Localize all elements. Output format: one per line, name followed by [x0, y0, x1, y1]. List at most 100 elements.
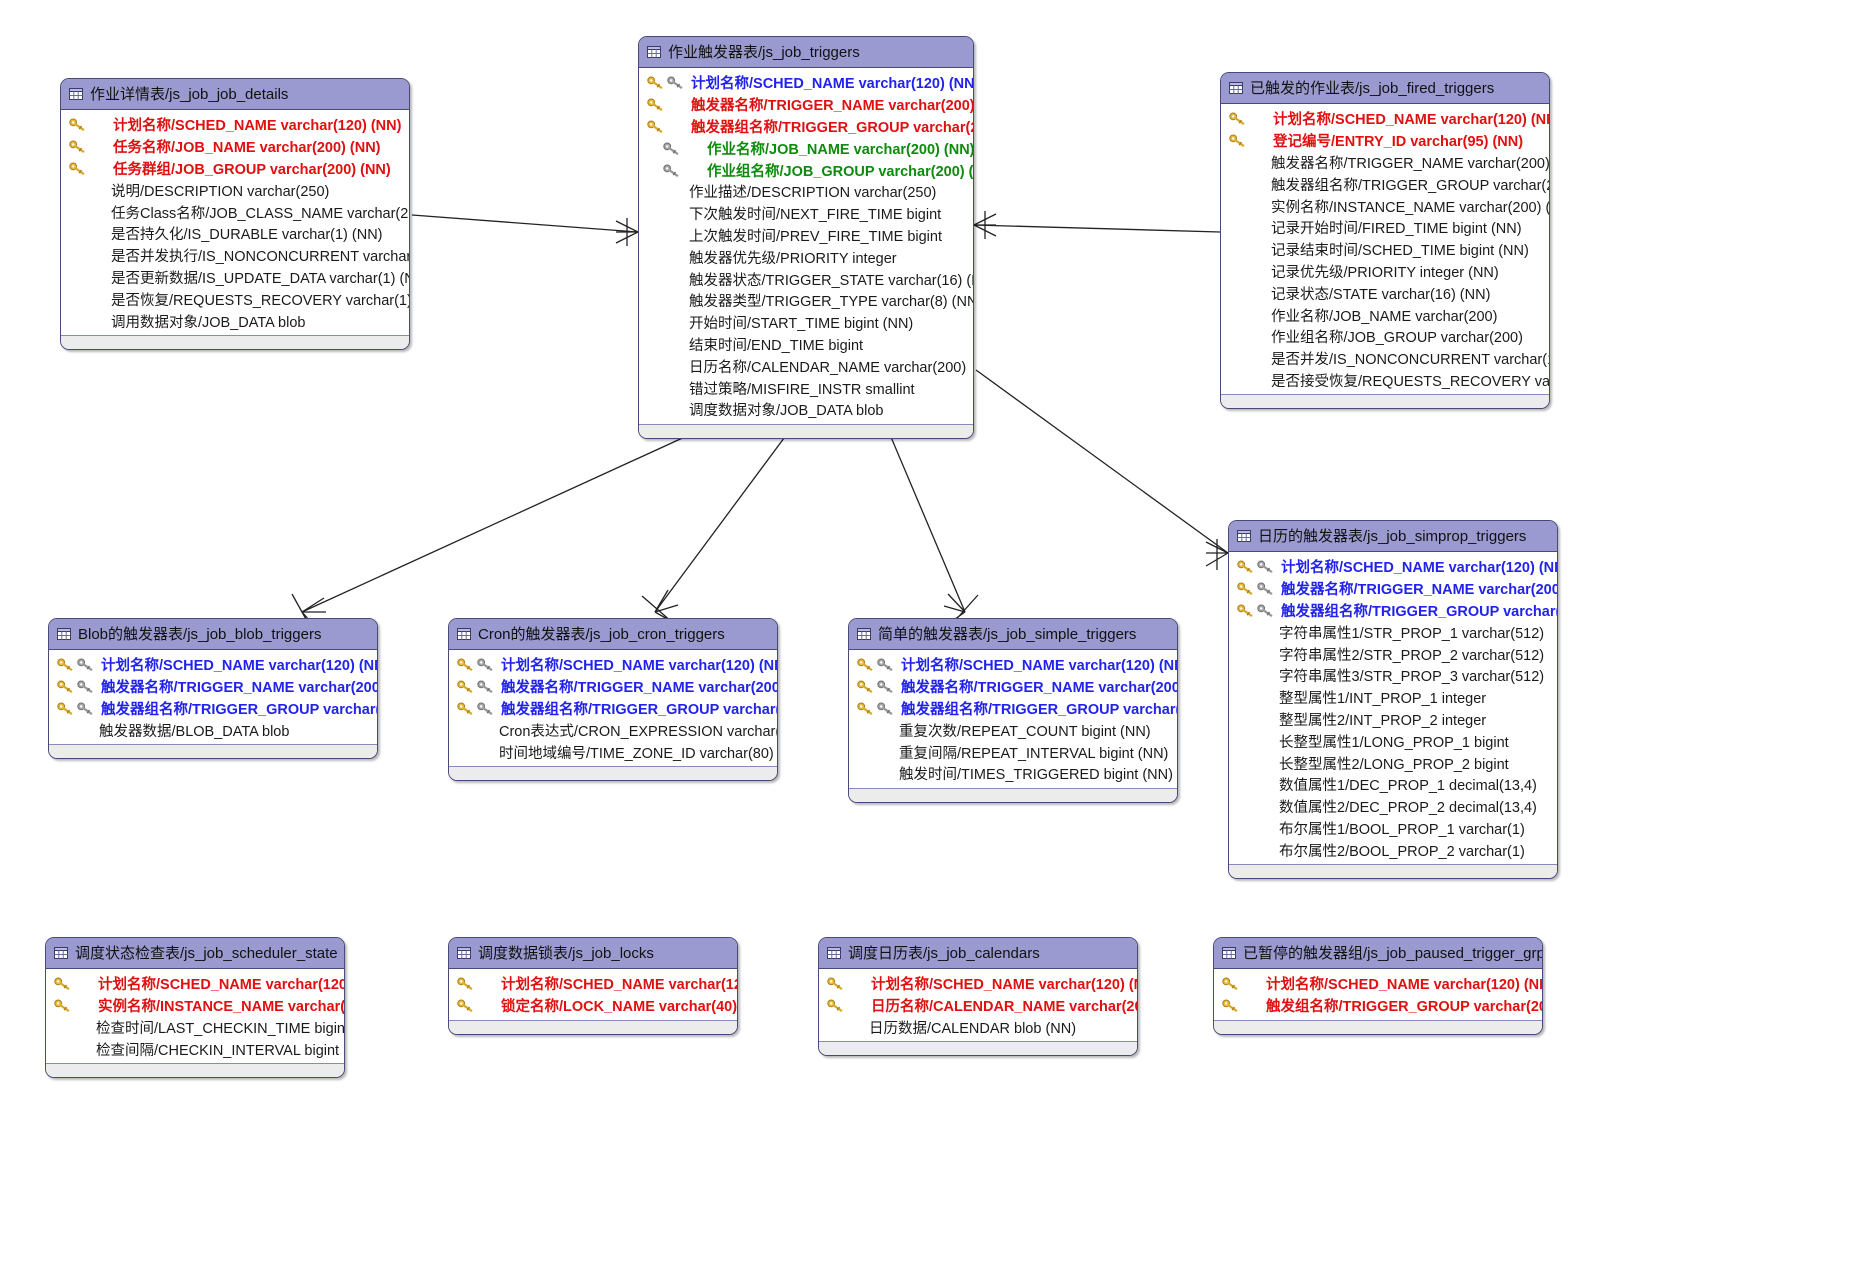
entity-column-row[interactable]: 触发器名称/TRIGGER_NAME varchar(200) (NN): [639, 94, 973, 116]
entity-column-row[interactable]: 触发器组名称/TRIGGER_GROUP varchar(200) (NN): [639, 116, 973, 138]
entity-column-row[interactable]: 开始时间/START_TIME bigint (NN): [639, 312, 973, 334]
entity-header[interactable]: 作业详情表/js_job_job_details: [61, 79, 409, 110]
entity-column-row[interactable]: 数值属性2/DEC_PROP_2 decimal(13,4): [1229, 796, 1557, 818]
entity-column-row[interactable]: 触发器状态/TRIGGER_STATE varchar(16) (NN): [639, 268, 973, 290]
entity-column-row[interactable]: 数值属性1/DEC_PROP_1 decimal(13,4): [1229, 774, 1557, 796]
entity-column-row[interactable]: 长整型属性2/LONG_PROP_2 bigint: [1229, 752, 1557, 774]
entity-column-row[interactable]: 计划名称/SCHED_NAME varchar(120) (NN): [449, 654, 777, 676]
entity-column-row[interactable]: 记录结束时间/SCHED_TIME bigint (NN): [1221, 239, 1549, 261]
entity-header[interactable]: 调度日历表/js_job_calendars: [819, 938, 1137, 969]
entity-header[interactable]: 简单的触发器表/js_job_simple_triggers: [849, 619, 1177, 650]
entity-column-row[interactable]: 是否更新数据/IS_UPDATE_DATA varchar(1) (NN): [61, 267, 409, 289]
entity-column-row[interactable]: 下次触发时间/NEXT_FIRE_TIME bigint: [639, 203, 973, 225]
entity-column-row[interactable]: 是否持久化/IS_DURABLE varchar(1) (NN): [61, 223, 409, 245]
entity-column-row[interactable]: 日历名称/CALENDAR_NAME varchar(200) (NN): [819, 995, 1137, 1017]
entity-header[interactable]: Cron的触发器表/js_job_cron_triggers: [449, 619, 777, 650]
entity-column-row[interactable]: 整型属性2/INT_PROP_2 integer: [1229, 709, 1557, 731]
entity-column-row[interactable]: 是否并发执行/IS_NONCONCURRENT varchar(1) (NN): [61, 245, 409, 267]
entity-column-row[interactable]: 计划名称/SCHED_NAME varchar(120) (NN): [1214, 973, 1542, 995]
job-triggers-table[interactable]: 作业触发器表/js_job_triggers 计划名称/SCHED_NAME va…: [638, 36, 974, 439]
entity-column-row[interactable]: 计划名称/SCHED_NAME varchar(120) (NN): [1229, 556, 1557, 578]
entity-column-row[interactable]: 字符串属性2/STR_PROP_2 varchar(512): [1229, 643, 1557, 665]
entity-column-row[interactable]: 作业名称/JOB_NAME varchar(200) (NN): [639, 137, 973, 159]
entity-column-row[interactable]: 触发器组名称/TRIGGER_GROUP varchar(200) (NN): [849, 698, 1177, 720]
entity-column-row[interactable]: 实例名称/INSTANCE_NAME varchar(200) (NN): [46, 995, 344, 1017]
entity-column-row[interactable]: 触发器组名称/TRIGGER_GROUP varchar(200) (NN): [1229, 600, 1557, 622]
entity-column-row[interactable]: 是否并发/IS_NONCONCURRENT varchar(1): [1221, 348, 1549, 370]
entity-header[interactable]: 调度数据锁表/js_job_locks: [449, 938, 737, 969]
entity-column-row[interactable]: 记录优先级/PRIORITY integer (NN): [1221, 261, 1549, 283]
entity-column-row[interactable]: 计划名称/SCHED_NAME varchar(120) (NN): [46, 973, 344, 995]
paused-trigger-grps-table[interactable]: 已暂停的触发器组/js_job_paused_trigger_grps 计划名称/…: [1213, 937, 1543, 1035]
entity-column-row[interactable]: 触发器名称/TRIGGER_NAME varchar(200) (NN): [449, 676, 777, 698]
fired-triggers-table[interactable]: 已触发的作业表/js_job_fired_triggers 计划名称/SCHED_…: [1220, 72, 1550, 410]
entity-header[interactable]: 已暂停的触发器组/js_job_paused_trigger_grps: [1214, 938, 1542, 969]
entity-column-row[interactable]: 触发器优先级/PRIORITY integer: [639, 246, 973, 268]
blob-triggers-table[interactable]: Blob的触发器表/js_job_blob_triggers 计划名称/SCHED…: [48, 618, 378, 760]
entity-column-row[interactable]: 作业组名称/JOB_GROUP varchar(200): [1221, 326, 1549, 348]
entity-column-row[interactable]: 是否接受恢复/REQUESTS_RECOVERY varchar(1): [1221, 370, 1549, 392]
entity-column-row[interactable]: 重复次数/REPEAT_COUNT bigint (NN): [849, 719, 1177, 741]
entity-column-row[interactable]: 触发器类型/TRIGGER_TYPE varchar(8) (NN): [639, 290, 973, 312]
entity-column-row[interactable]: 计划名称/SCHED_NAME varchar(120) (NN): [449, 973, 737, 995]
entity-column-row[interactable]: 触发器名称/TRIGGER_NAME varchar(200) (NN): [1221, 152, 1549, 174]
entity-column-row[interactable]: 说明/DESCRIPTION varchar(250): [61, 179, 409, 201]
entity-header[interactable]: 已触发的作业表/js_job_fired_triggers: [1221, 73, 1549, 104]
entity-column-row[interactable]: 字符串属性3/STR_PROP_3 varchar(512): [1229, 665, 1557, 687]
locks-table[interactable]: 调度数据锁表/js_job_locks 计划名称/SCHED_NAME varch…: [448, 937, 738, 1035]
entity-column-row[interactable]: 检查时间/LAST_CHECKIN_TIME bigint (NN): [46, 1017, 344, 1039]
entity-column-row[interactable]: 任务Class名称/JOB_CLASS_NAME varchar(250) (N…: [61, 201, 409, 223]
entity-column-row[interactable]: 触发时间/TIMES_TRIGGERED bigint (NN): [849, 763, 1177, 785]
entity-column-row[interactable]: 任务名称/JOB_NAME varchar(200) (NN): [61, 136, 409, 158]
entity-column-row[interactable]: 时间地域编号/TIME_ZONE_ID varchar(80): [449, 741, 777, 763]
entity-column-row[interactable]: 日历名称/CALENDAR_NAME varchar(200): [639, 355, 973, 377]
entity-column-row[interactable]: 布尔属性1/BOOL_PROP_1 varchar(1): [1229, 818, 1557, 840]
entity-column-row[interactable]: 重复间隔/REPEAT_INTERVAL bigint (NN): [849, 741, 1177, 763]
entity-column-row[interactable]: 布尔属性2/BOOL_PROP_2 varchar(1): [1229, 839, 1557, 861]
entity-column-row[interactable]: 计划名称/SCHED_NAME varchar(120) (NN): [61, 114, 409, 136]
entity-column-row[interactable]: 日历数据/CALENDAR blob (NN): [819, 1017, 1137, 1039]
entity-column-row[interactable]: 作业组名称/JOB_GROUP varchar(200) (NN): [639, 159, 973, 181]
entity-column-row[interactable]: 结束时间/END_TIME bigint: [639, 334, 973, 356]
entity-column-row[interactable]: 作业描述/DESCRIPTION varchar(250): [639, 181, 973, 203]
entity-column-row[interactable]: 调度数据对象/JOB_DATA blob: [639, 399, 973, 421]
entity-column-row[interactable]: 错过策略/MISFIRE_INSTR smallint: [639, 377, 973, 399]
entity-column-row[interactable]: 作业名称/JOB_NAME varchar(200): [1221, 304, 1549, 326]
simple-triggers-table[interactable]: 简单的触发器表/js_job_simple_triggers 计划名称/SCHED…: [848, 618, 1178, 803]
entity-column-row[interactable]: 触发组名称/TRIGGER_GROUP varchar(200) (NN): [1214, 995, 1542, 1017]
entity-column-row[interactable]: 触发器组名称/TRIGGER_GROUP varchar(200) (NN): [449, 698, 777, 720]
entity-column-row[interactable]: 实例名称/INSTANCE_NAME varchar(200) (NN): [1221, 195, 1549, 217]
entity-column-row[interactable]: 锁定名称/LOCK_NAME varchar(40) (NN): [449, 995, 737, 1017]
entity-column-row[interactable]: 触发器数据/BLOB_DATA blob: [49, 719, 377, 741]
entity-column-row[interactable]: 任务群组/JOB_GROUP varchar(200) (NN): [61, 158, 409, 180]
entity-column-row[interactable]: 触发器组名称/TRIGGER_GROUP varchar(200) (NN): [1221, 173, 1549, 195]
entity-column-row[interactable]: Cron表达式/CRON_EXPRESSION varchar(120) (NN…: [449, 719, 777, 741]
entity-column-row[interactable]: 计划名称/SCHED_NAME varchar(120) (NN): [49, 654, 377, 676]
entity-column-row[interactable]: 计划名称/SCHED_NAME varchar(120) (NN): [849, 654, 1177, 676]
simprop-triggers-table[interactable]: 日历的触发器表/js_job_simprop_triggers 计划名称/SCHE…: [1228, 520, 1558, 880]
calendars-table[interactable]: 调度日历表/js_job_calendars 计划名称/SCHED_NAME va…: [818, 937, 1138, 1057]
entity-column-row[interactable]: 整型属性1/INT_PROP_1 integer: [1229, 687, 1557, 709]
entity-column-row[interactable]: 记录开始时间/FIRED_TIME bigint (NN): [1221, 217, 1549, 239]
entity-column-row[interactable]: 长整型属性1/LONG_PROP_1 bigint: [1229, 730, 1557, 752]
entity-column-row[interactable]: 登记编号/ENTRY_ID varchar(95) (NN): [1221, 130, 1549, 152]
entity-column-row[interactable]: 上次触发时间/PREV_FIRE_TIME bigint: [639, 225, 973, 247]
entity-header[interactable]: 日历的触发器表/js_job_simprop_triggers: [1229, 521, 1557, 552]
entity-column-row[interactable]: 触发器名称/TRIGGER_NAME varchar(200) (NN): [849, 676, 1177, 698]
entity-column-row[interactable]: 调用数据对象/JOB_DATA blob: [61, 310, 409, 332]
entity-column-row[interactable]: 计划名称/SCHED_NAME varchar(120) (NN): [639, 72, 973, 94]
entity-column-row[interactable]: 记录状态/STATE varchar(16) (NN): [1221, 282, 1549, 304]
entity-header[interactable]: 作业触发器表/js_job_triggers: [639, 37, 973, 68]
entity-column-row[interactable]: 字符串属性1/STR_PROP_1 varchar(512): [1229, 621, 1557, 643]
entity-column-row[interactable]: 触发器组名称/TRIGGER_GROUP varchar(200) (NN): [49, 698, 377, 720]
entity-column-row[interactable]: 检查间隔/CHECKIN_INTERVAL bigint (NN): [46, 1038, 344, 1060]
entity-column-row[interactable]: 是否恢复/REQUESTS_RECOVERY varchar(1) (NN): [61, 288, 409, 310]
entity-column-row[interactable]: 计划名称/SCHED_NAME varchar(120) (NN): [819, 973, 1137, 995]
entity-column-row[interactable]: 触发器名称/TRIGGER_NAME varchar(200) (NN): [49, 676, 377, 698]
job-details-table[interactable]: 作业详情表/js_job_job_details 计划名称/SCHED_NAME …: [60, 78, 410, 350]
entity-column-row[interactable]: 计划名称/SCHED_NAME varchar(120) (NN): [1221, 108, 1549, 130]
entity-header[interactable]: Blob的触发器表/js_job_blob_triggers: [49, 619, 377, 650]
entity-column-row[interactable]: 触发器名称/TRIGGER_NAME varchar(200) (NN): [1229, 578, 1557, 600]
cron-triggers-table[interactable]: Cron的触发器表/js_job_cron_triggers 计划名称/SCHED…: [448, 618, 778, 781]
